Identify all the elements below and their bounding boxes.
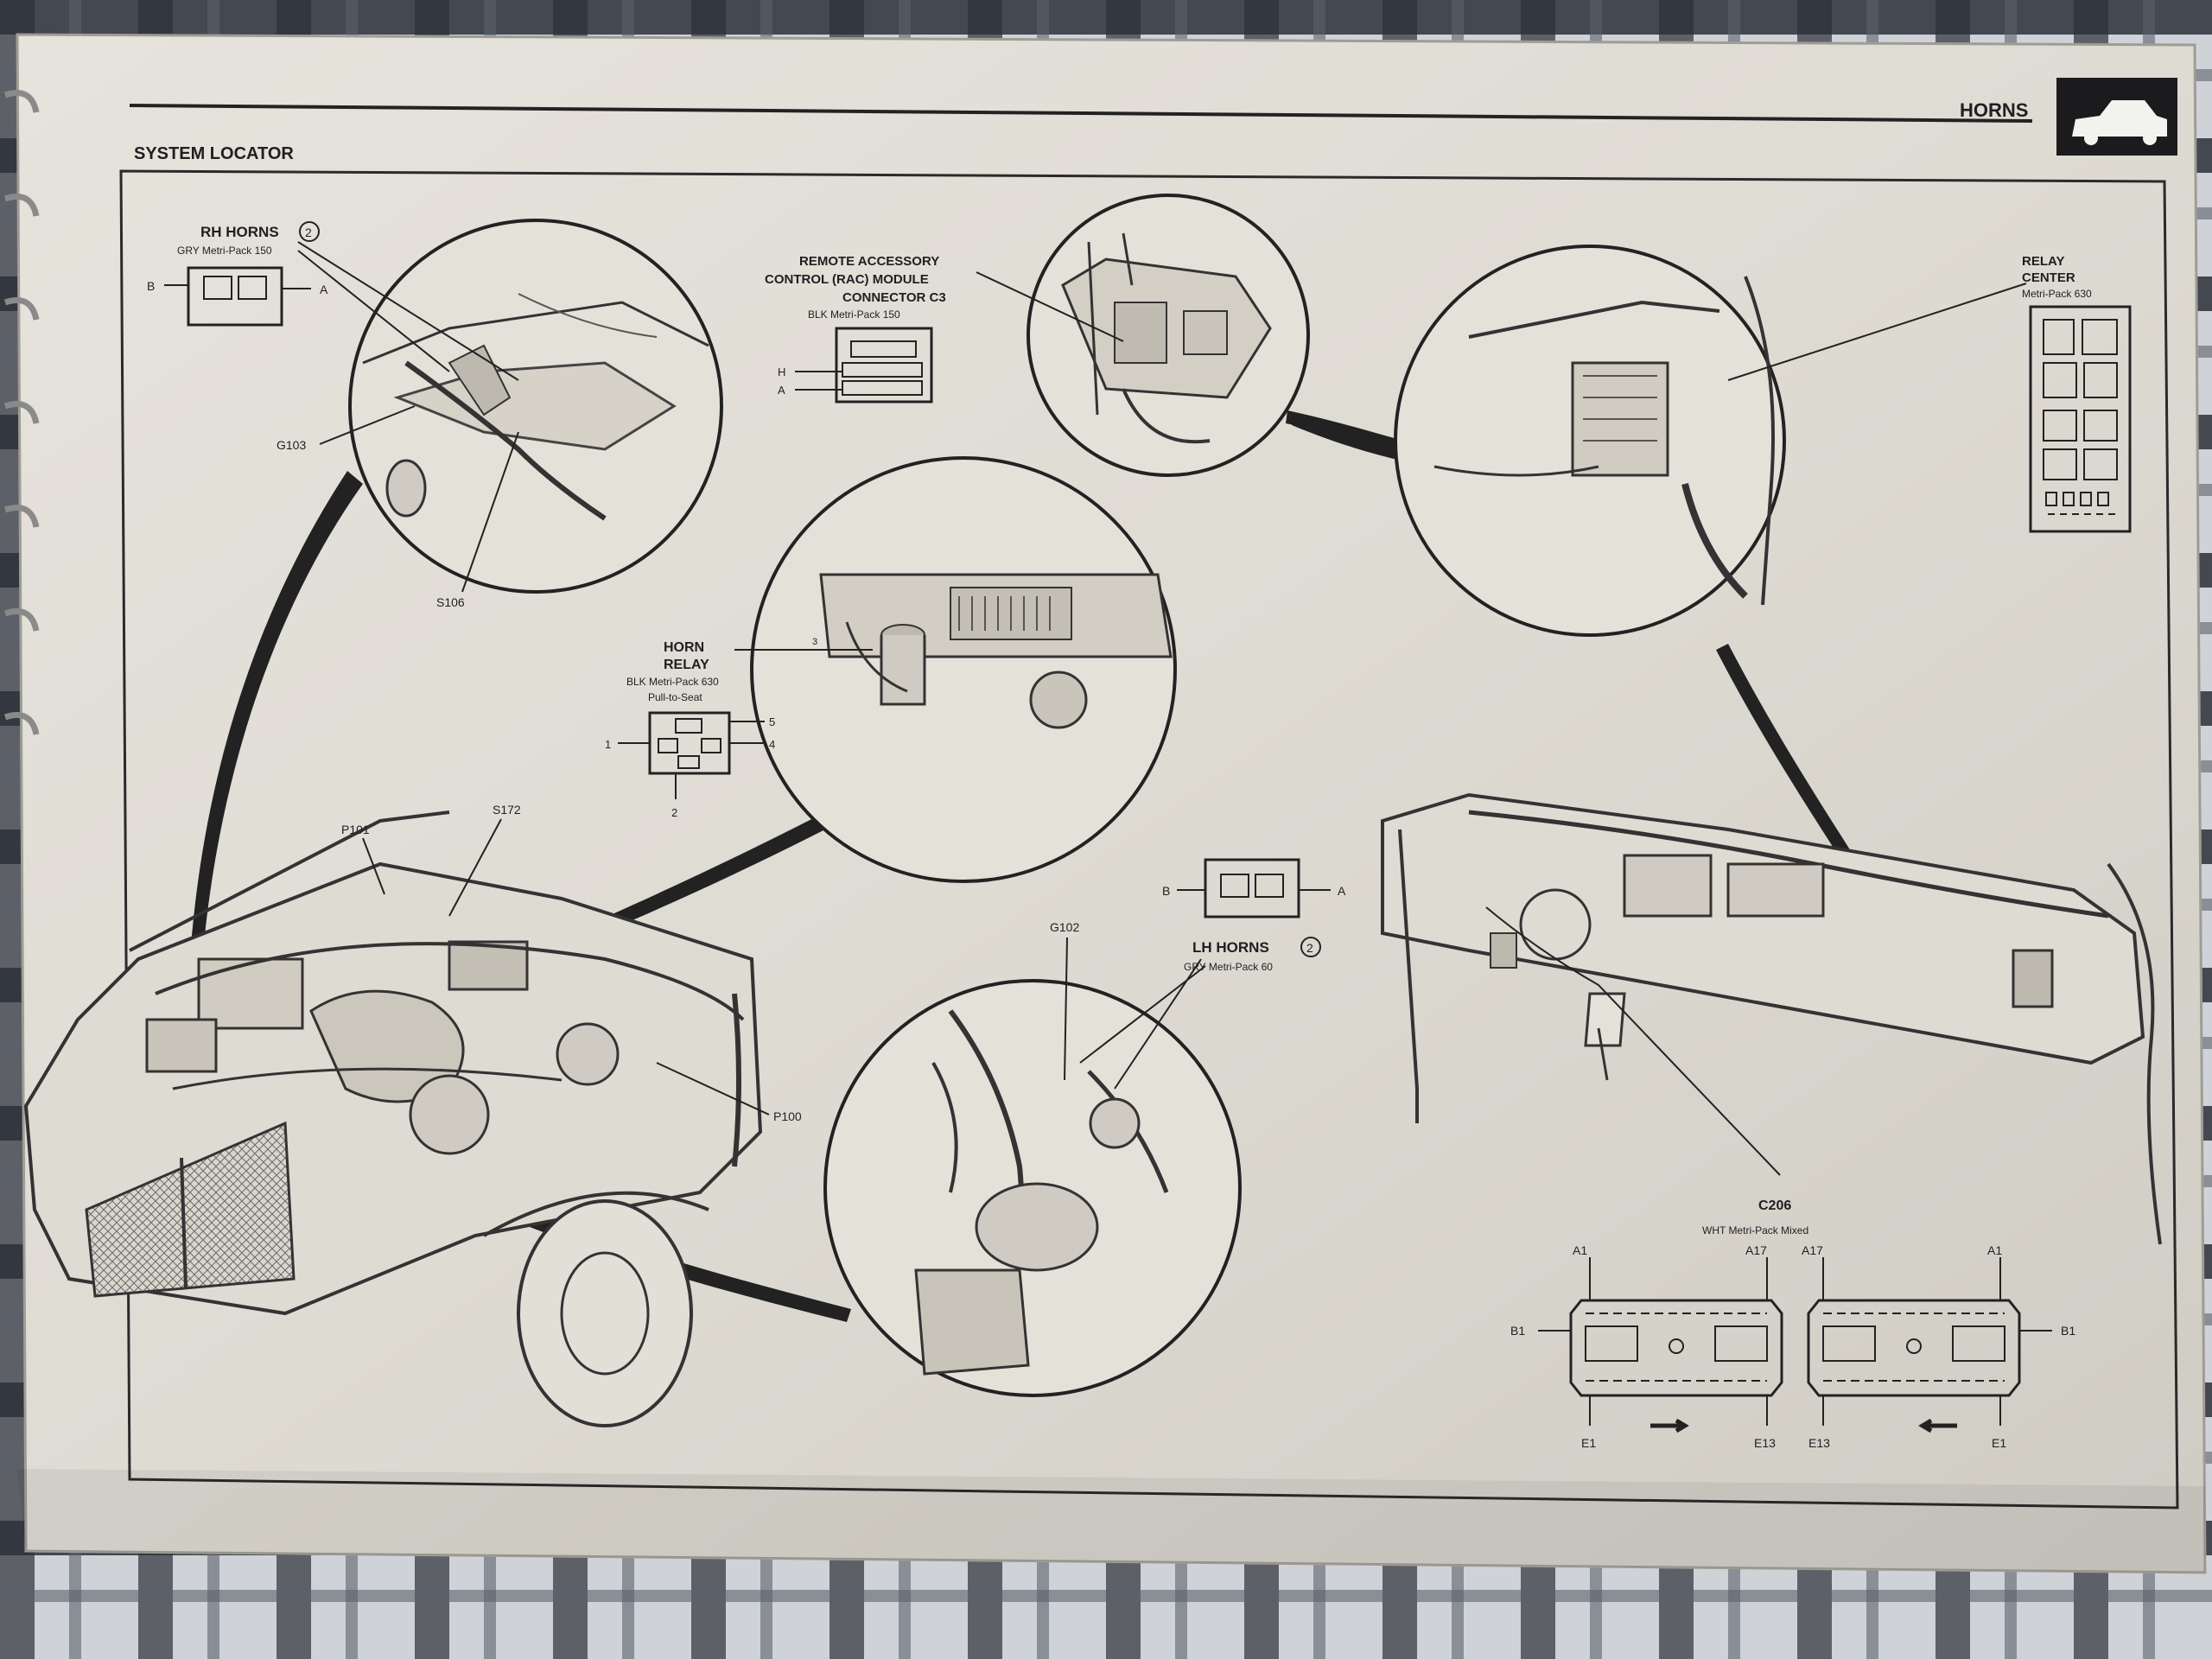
c206-right-b1: B1: [2061, 1324, 2075, 1338]
instrument-panel-view: [1381, 792, 2162, 1245]
page-shadow: [17, 1469, 2205, 1573]
c206-left-b1: B1: [1510, 1324, 1525, 1338]
rac-title-3: CONNECTOR C3: [842, 290, 946, 305]
spiral-binding: [3, 90, 40, 735]
connector-p101: P101: [341, 823, 370, 836]
rh-horns-connector: RH HORNS 2 GRY Metri-Pack 150 B A: [147, 221, 519, 381]
rh-horns-connector-label: GRY Metri-Pack 150: [177, 245, 272, 257]
lh-horns-connector: B A LH HORNS 2 GRY Metri-Pack 60: [1079, 858, 1346, 1090]
svg-text:2: 2: [1306, 941, 1313, 955]
horn-relay-type: Pull-to-Seat: [648, 691, 702, 703]
c206-right-e1: E1: [1992, 1436, 2006, 1450]
horn-relay-title-2: RELAY: [664, 658, 709, 672]
c206-left-a17: A17: [1745, 1243, 1767, 1257]
note-2-icon: [1300, 937, 1321, 957]
horn-relay-pin-2: 2: [671, 806, 677, 819]
rac-connector: REMOTE ACCESSORY CONTROL (RAC) MODULE CO…: [765, 254, 1124, 404]
rac-title-1: REMOTE ACCESSORY: [799, 254, 939, 269]
lh-pin-a: A: [1338, 884, 1346, 898]
rh-horns-name: RH HORNS: [200, 224, 279, 240]
header-rule: [129, 104, 2033, 123]
rac-module-view: [1027, 194, 1310, 477]
rh-pin-b: B: [147, 279, 155, 293]
relay-center-title-2: CENTER: [2022, 270, 2075, 285]
horn-relay-pin-4: 4: [769, 738, 775, 751]
connector-p100: P100: [773, 1109, 802, 1123]
rac-title-2: CONTROL (RAC) MODULE: [765, 272, 929, 287]
relay-center-connector: RELAY CENTER Metri-Pack 630: [1727, 254, 2132, 533]
rac-connector-label: BLK Metri-Pack 150: [808, 308, 900, 321]
c206-left-e13: E13: [1754, 1436, 1776, 1450]
horn-relay-view: [750, 456, 1177, 883]
c206-right-view: A17 A1 B1 E13 E1: [1802, 1243, 2075, 1450]
c206-name: C206: [1758, 1198, 1791, 1213]
engine-compartment-view: [23, 810, 763, 1427]
horn-relay-title-1: HORN: [664, 640, 704, 655]
rh-horns-view: [348, 219, 723, 594]
arrow-left-icon: [1918, 1418, 1957, 1433]
c206-connector: C206 WHT Metri-Pack Mixed A1 A17 B1 E1 E…: [1510, 1198, 2075, 1450]
c206-right-a1: A1: [1987, 1243, 2002, 1257]
splice-s106: S106: [436, 595, 465, 609]
rac-pin-h: H: [778, 365, 785, 378]
rac-pin-a: A: [778, 384, 785, 397]
c206-connector-label: WHT Metri-Pack Mixed: [1702, 1224, 1808, 1236]
c206-left-view: A1 A17 B1 E1 E13: [1510, 1243, 1783, 1450]
ground-g103: G103: [276, 438, 306, 452]
horn-relay-connector-label: BLK Metri-Pack 630: [626, 676, 719, 688]
relay-center-title-1: RELAY: [2022, 254, 2064, 269]
page-title: HORNS: [1960, 99, 2028, 121]
lh-horns-connector-label: GRY Metri-Pack 60: [1184, 961, 1273, 973]
relay-center-view: [1394, 245, 1786, 637]
lh-pin-b: B: [1162, 884, 1170, 898]
c206-left-e1: E1: [1581, 1436, 1596, 1450]
leader-lh-horns: [477, 1192, 851, 1322]
c206-right-e13: E13: [1808, 1436, 1830, 1450]
section-title: SYSTEM LOCATOR: [134, 144, 294, 163]
lh-horns-name: LH HORNS: [1192, 939, 1269, 956]
horn-relay-pin-1: 1: [605, 738, 611, 751]
ground-g102: G102: [1050, 920, 1079, 934]
lh-horns-view: [823, 979, 1242, 1397]
horn-relay-pin-5: 5: [769, 715, 775, 728]
rh-pin-a: A: [320, 283, 328, 296]
arrow-right-icon: [1650, 1418, 1689, 1433]
horn-relay-connector: HORN RELAY BLK Metri-Pack 630 Pull-to-Se…: [605, 637, 873, 819]
svg-text:2: 2: [305, 226, 312, 239]
car-badge-icon: [2056, 78, 2177, 156]
c206-right-a17: A17: [1802, 1243, 1823, 1257]
note-2-icon: [299, 221, 320, 242]
c206-left-a1: A1: [1573, 1243, 1587, 1257]
horn-relay-pin-3: 3: [812, 637, 817, 647]
splice-s172: S172: [493, 803, 521, 817]
relay-center-connector-label: Metri-Pack 630: [2022, 288, 2092, 300]
